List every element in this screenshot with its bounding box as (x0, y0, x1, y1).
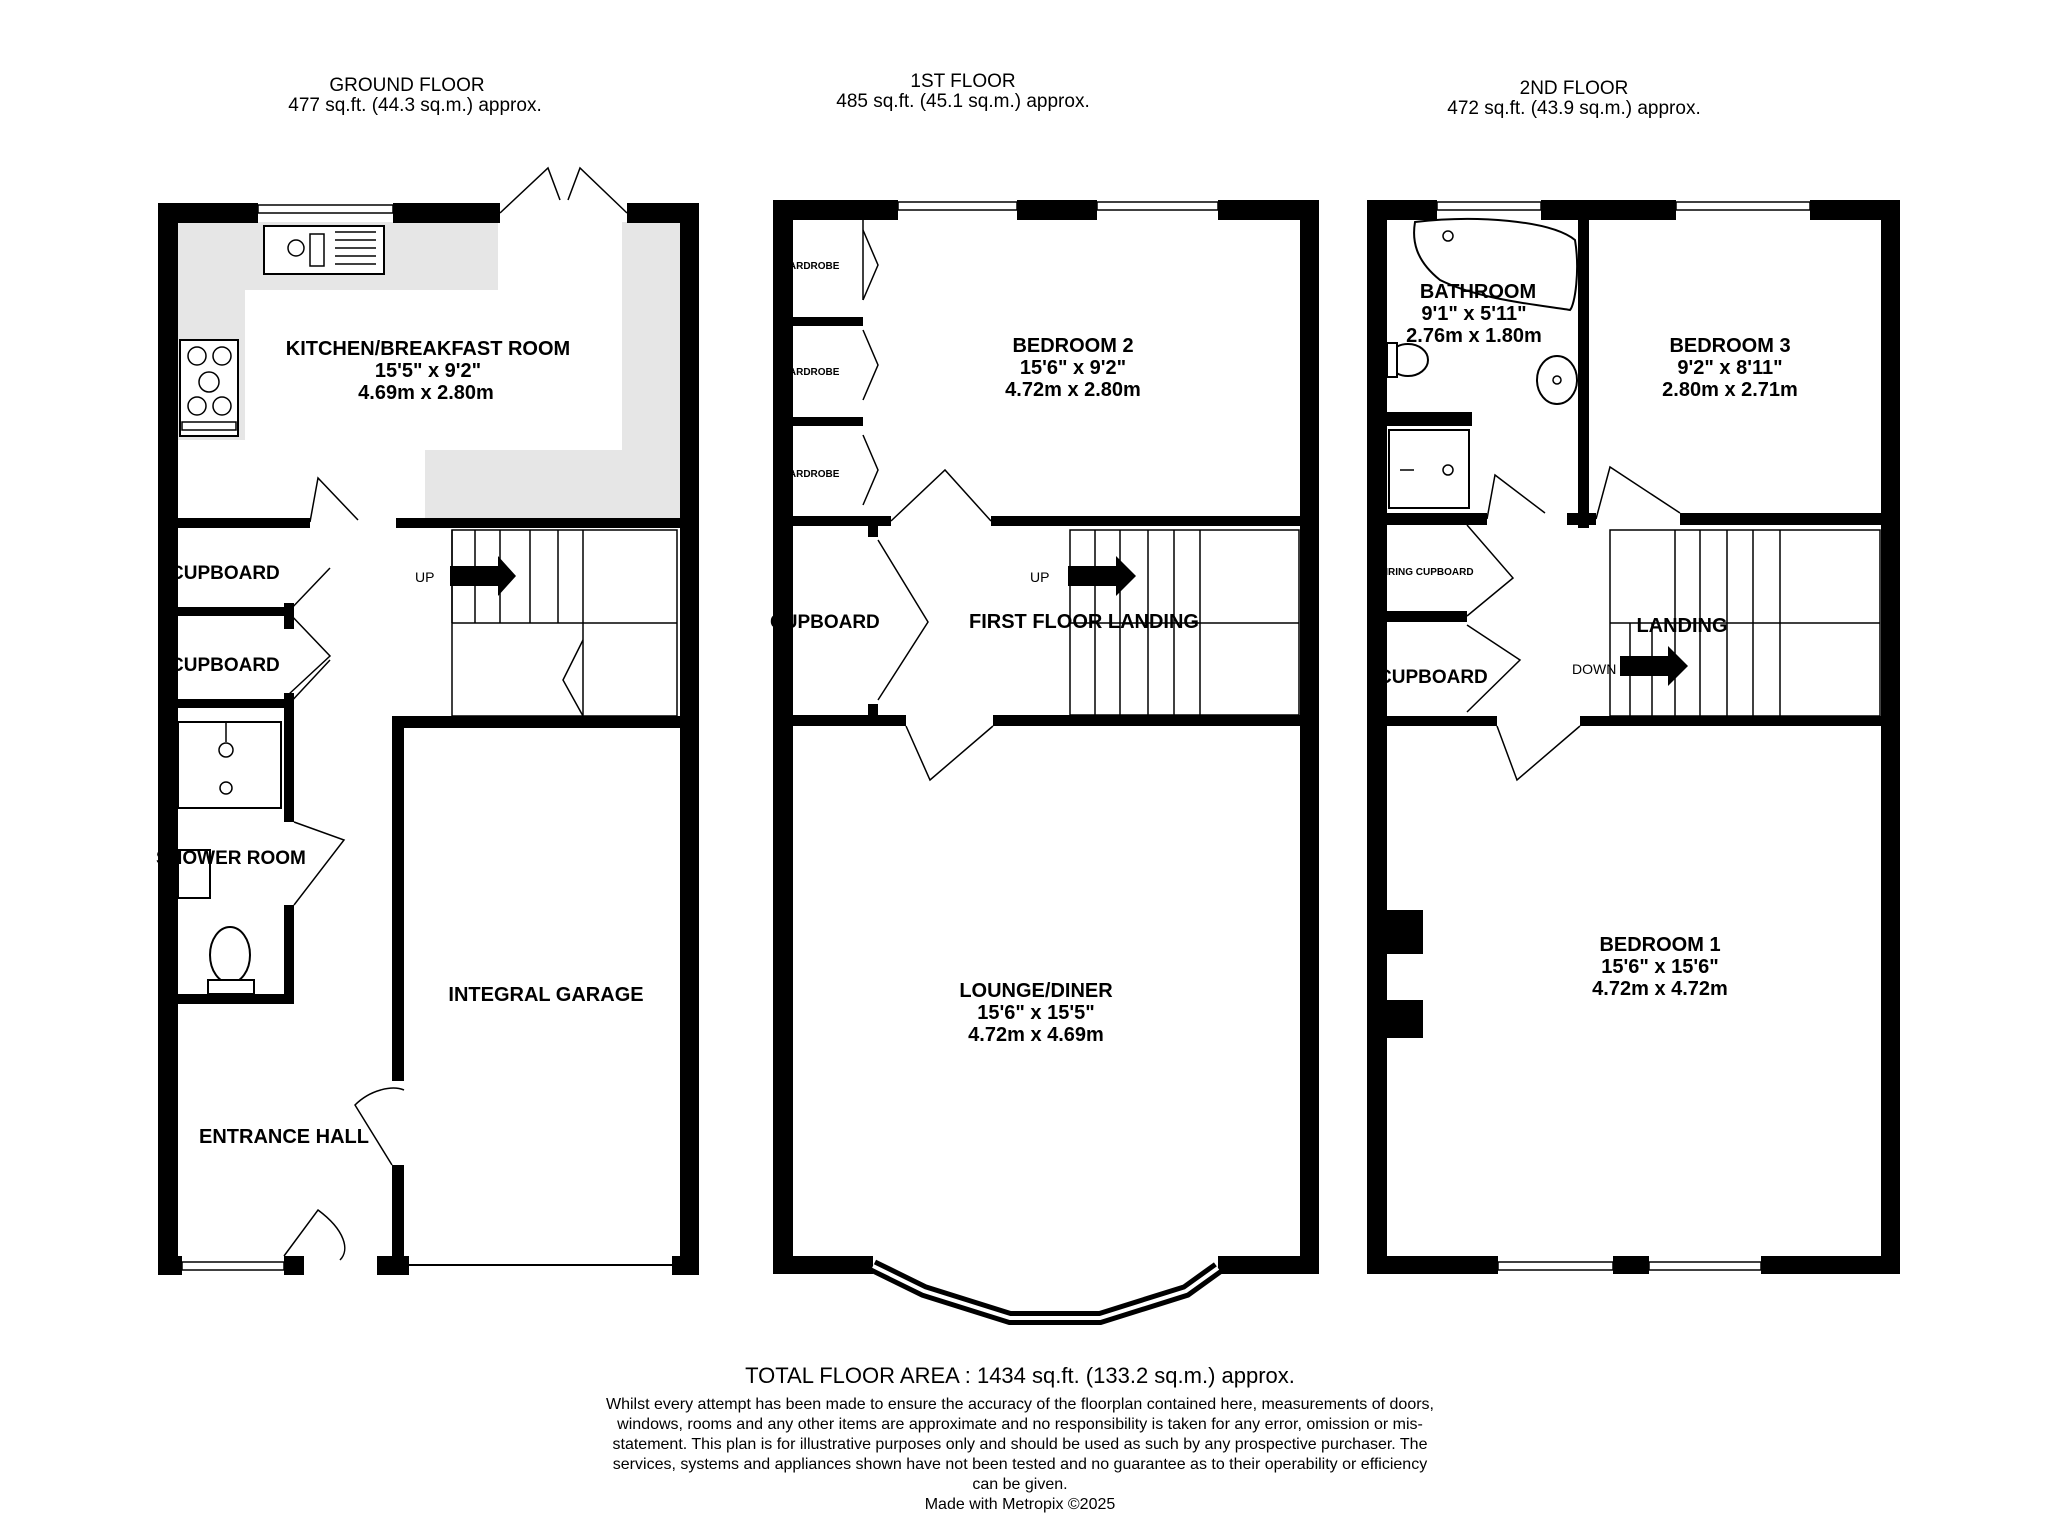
bathroom-imperial: 9'1" x 5'11" (1421, 303, 1526, 325)
second-floor-title: 2ND FLOOR (1520, 78, 1629, 99)
bedroom-1-metric: 4.72m x 4.72m (1592, 978, 1728, 1000)
bedroom-2-imperial: 15'6" x 9'2" (1020, 357, 1126, 379)
bedroom-3-metric: 2.80m x 2.71m (1662, 379, 1798, 401)
landing-second-label: LANDING (1636, 615, 1727, 637)
wardrobe-3-label: WARDROBE (780, 469, 840, 480)
second-floor-area: 472 sq.ft. (43.9 sq.m.) approx. (1447, 98, 1700, 119)
cupboard-ground-2-label: CUPBOARD (170, 655, 280, 676)
cupboard-second-label: CUPBOARD (1378, 667, 1488, 688)
stairs-down-label: DOWN (1572, 661, 1616, 677)
disclaimer: Whilst every attempt has been made to en… (605, 1396, 1434, 1493)
ground-floor-area: 477 sq.ft. (44.3 sq.m.) approx. (288, 95, 541, 116)
wardrobe-1-label: WARDROBE (780, 261, 840, 272)
first-floor-area: 485 sq.ft. (45.1 sq.m.) approx. (836, 91, 1089, 112)
wardrobe-2-label: WARDROBE (780, 367, 840, 378)
shower-room-label: SHOWER ROOM (156, 848, 306, 869)
cupboard-first-label: CUPBOARD (770, 612, 880, 633)
bedroom-3-name: BEDROOM 3 (1669, 335, 1790, 357)
total-floor-area: TOTAL FLOOR AREA : 1434 sq.ft. (133.2 sq… (745, 1363, 1295, 1388)
integral-garage-label: INTEGRAL GARAGE (448, 984, 643, 1006)
bedroom-2-name: BEDROOM 2 (1012, 335, 1133, 357)
kitchen-metric: 4.69m x 2.80m (358, 382, 494, 404)
made-with-metropix: Made with Metropix ©2025 (924, 1496, 1116, 1513)
kitchen-name: KITCHEN/BREAKFAST ROOM (286, 338, 570, 360)
kitchen-imperial: 15'5" x 9'2" (375, 360, 481, 382)
footer: TOTAL FLOOR AREA : 1434 sq.ft. (133.2 sq… (560, 1363, 1480, 1515)
stairs-up-first-label: UP (1030, 569, 1049, 585)
first-floor-title: 1ST FLOOR (910, 71, 1015, 92)
lounge-diner-imperial: 15'6" x 15'5" (977, 1002, 1094, 1024)
bedroom-1-name: BEDROOM 1 (1599, 934, 1720, 956)
bedroom-3-imperial: 9'2" x 8'11" (1677, 357, 1782, 379)
first-floor-landing-label: FIRST FLOOR LANDING (969, 611, 1199, 633)
stairs-up-ground-label: UP (415, 569, 434, 585)
entrance-hall-label: ENTRANCE HALL (199, 1126, 369, 1148)
lounge-diner-metric: 4.72m x 4.69m (968, 1024, 1104, 1046)
bedroom-1-imperial: 15'6" x 15'6" (1601, 956, 1718, 978)
ground-floor-plan (158, 166, 699, 1275)
cupboard-ground-1-label: CUPBOARD (170, 563, 280, 584)
airing-cupboard-label: AIRING CUPBOARD (1378, 567, 1474, 578)
bathroom-metric: 2.76m x 1.80m (1406, 325, 1542, 347)
second-floor-plan (1367, 200, 1900, 1274)
ground-floor-title: GROUND FLOOR (329, 75, 484, 96)
bedroom-2-metric: 4.72m x 2.80m (1005, 379, 1141, 401)
lounge-diner-name: LOUNGE/DINER (959, 980, 1113, 1002)
bathroom-name: BATHROOM (1420, 281, 1536, 303)
first-floor-plan (773, 200, 1319, 1325)
